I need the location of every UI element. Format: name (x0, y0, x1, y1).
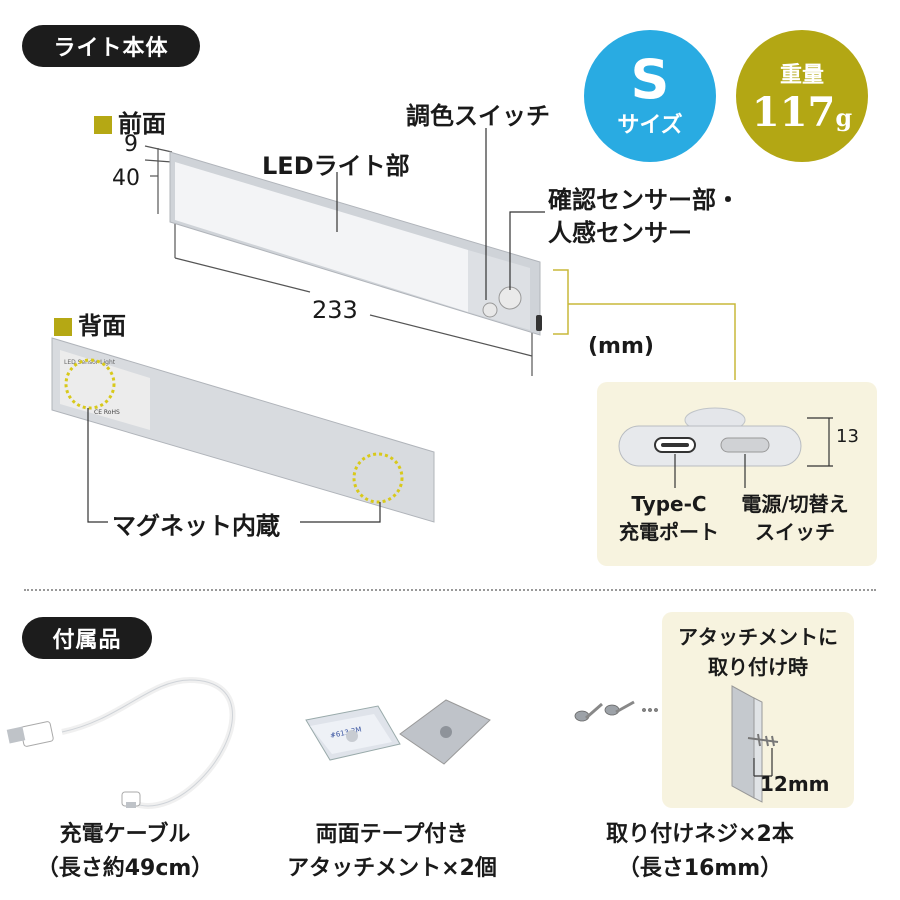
sensor-label-2: 人感センサー (548, 219, 692, 247)
section-title-accessories: 付属品 (22, 617, 152, 659)
sensor-label-1: 確認センサー部・ (548, 186, 740, 214)
port-zoom-illustration (618, 407, 833, 488)
back-label-sticker (60, 350, 150, 430)
dim-depth: 9 (124, 132, 138, 157)
back-label-text: 背面 (78, 312, 126, 340)
screw-caption-1: 取り付けネジ×2本 (606, 822, 794, 847)
plate-caption: 両面テープ付き アタッチメント×2個 (262, 818, 522, 886)
power-switch-icon (720, 437, 770, 453)
screw-icons (574, 700, 658, 722)
color-switch-label: 調色スイッチ (406, 102, 550, 130)
port-label-1: Type-C (631, 492, 707, 516)
section-title-light: ライト本体 (22, 25, 200, 67)
unit-label: (mm) (588, 334, 654, 359)
screw-caption: 取り付けネジ×2本 （長さ16mm） (560, 818, 840, 886)
dim-height: 40 (112, 166, 140, 191)
back-label-sticker-text: LED Sensor Light (64, 359, 116, 366)
cable-caption-2: （長さ約49cm） (36, 856, 214, 881)
light-illustration: LED Sensor Light CE RoHS (51, 128, 736, 523)
yellow-square-icon (94, 116, 112, 134)
plate-caption-2: アタッチメント×2個 (287, 856, 497, 881)
switch-label-2: スイッチ (755, 520, 835, 544)
switch-label-1: 電源/切替え (741, 492, 849, 516)
weight-badge: 重量 117g (736, 30, 868, 162)
weight-title: 重量 (779, 62, 824, 88)
dim-length: 233 (312, 296, 358, 324)
metal-plate-icon (399, 699, 491, 765)
port-label-2: 充電ポート (619, 520, 719, 544)
usb-cable-icon (6, 676, 236, 809)
back-label: 背面 (54, 306, 126, 341)
sensor-icon (498, 286, 522, 310)
attach-title-2: 取り付け時 (708, 655, 808, 679)
size-badge: S サイズ (584, 30, 716, 162)
dim-port-height: 13 (836, 426, 859, 447)
front-light-panel (175, 162, 468, 312)
cable-caption: 充電ケーブル （長さ約49cm） (10, 818, 240, 886)
color-switch-icon (482, 302, 498, 318)
tape-plate-icon: #613 3M (305, 705, 401, 761)
plate-caption-1: 両面テープ付き (315, 822, 469, 847)
led-label: LEDライト部 (262, 152, 410, 180)
front-label: 前面 (94, 104, 166, 139)
magnet-circle-left (64, 358, 116, 410)
magnet-label: マグネット内蔵 (112, 512, 280, 540)
front-label-text: 前面 (118, 110, 166, 138)
magnet-circle-right (352, 452, 404, 504)
size-word: サイズ (617, 113, 683, 138)
attach-title-1: アタッチメントに (678, 625, 838, 649)
screw-caption-2: （長さ16mm） (617, 856, 783, 881)
section-title-accessories-text: 付属品 (52, 628, 122, 653)
light-end-face (618, 425, 802, 467)
switch-label: 電源/切替え スイッチ (730, 490, 860, 546)
port-label: Type-C 充電ポート (604, 490, 734, 546)
cable-caption-1: 充電ケーブル (59, 822, 191, 847)
port-icon (536, 315, 542, 331)
attach-title: アタッチメントに 取り付け時 (662, 622, 854, 682)
yellow-square-icon (54, 318, 72, 336)
screw-length: 12mm (760, 772, 830, 796)
back-label-sticker-marks: CE RoHS (94, 409, 120, 416)
section-title-light-text: ライト本体 (53, 36, 169, 61)
size-letter: S (630, 48, 670, 111)
weight-unit: g (835, 102, 853, 132)
accessories-illustration: #613 3M (6, 676, 658, 809)
section-divider (24, 589, 876, 591)
weight-value-row: 117g (752, 89, 852, 136)
attachment-illustration (731, 685, 779, 803)
weight-value: 117 (751, 88, 836, 136)
